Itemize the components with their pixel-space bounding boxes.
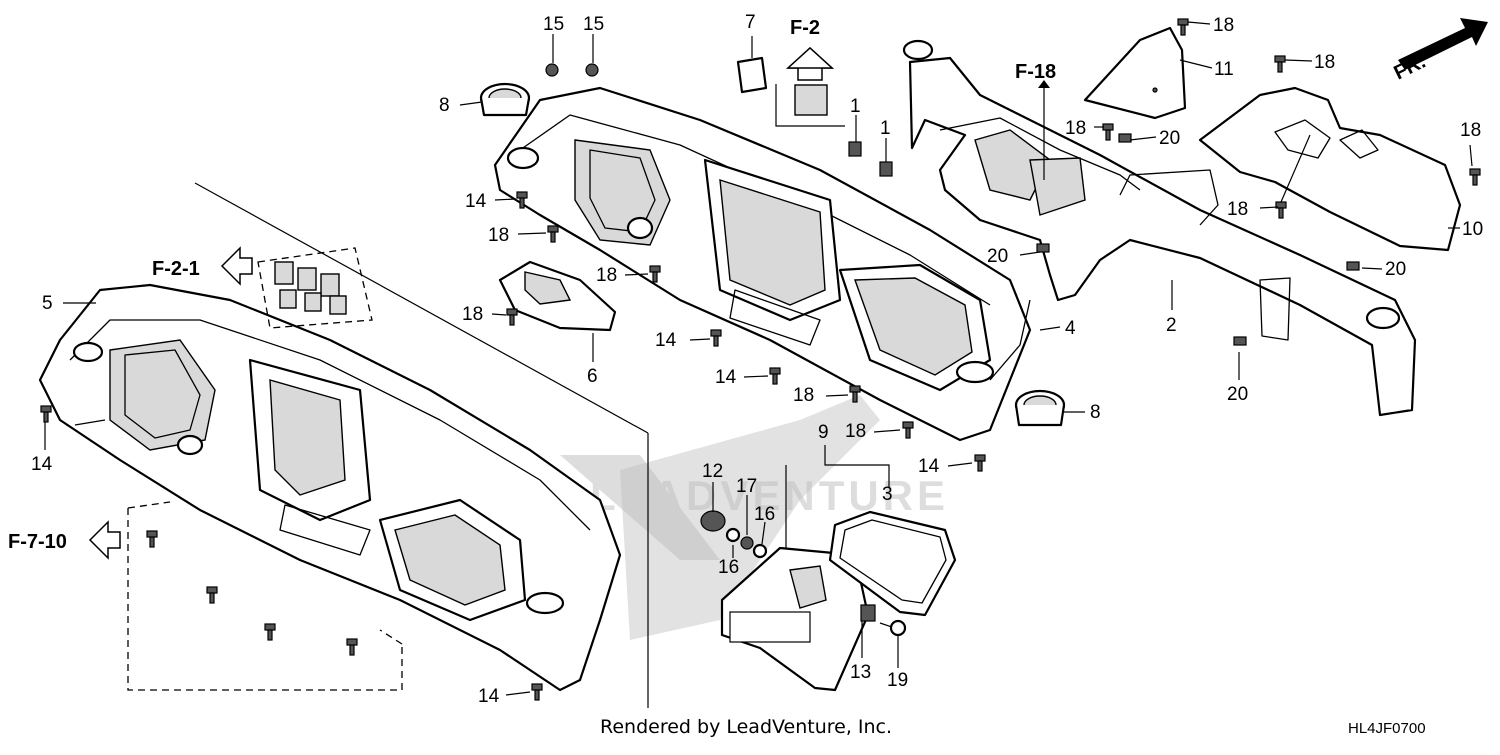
callout-8: 8 (1090, 402, 1101, 423)
callout-20: 20 (1227, 384, 1248, 405)
part-2-frame (902, 39, 1417, 417)
callout-16: 16 (754, 504, 775, 525)
switch-cluster-f2 (775, 46, 845, 127)
callout-18: 18 (1460, 120, 1481, 141)
f2-arrow (786, 46, 834, 69)
callout-5: 5 (42, 293, 53, 314)
diagram-code: HL4JF0700 (1348, 720, 1426, 737)
glovebox-assembly (700, 445, 957, 692)
callout-18: 18 (1314, 52, 1335, 73)
fastener-group-outline (127, 501, 403, 691)
ref-f21: F-2-1 (152, 258, 200, 280)
callout-14: 14 (918, 456, 940, 477)
front-direction-arrow: FR. (1391, 18, 1488, 84)
callout-18: 18 (1213, 15, 1234, 36)
part-10-panel (1198, 86, 1462, 252)
callout-20: 20 (1385, 259, 1406, 280)
callout-3: 3 (882, 484, 893, 505)
callout-14: 14 (715, 367, 737, 388)
projection-shading (620, 395, 880, 640)
watermark: LEADVENTURE (560, 455, 949, 560)
callout-7: 7 (745, 12, 756, 33)
callout-17: 17 (736, 476, 757, 497)
callout-19: 19 (887, 670, 908, 691)
footer: Rendered by LeadVenture, Inc. HL4JF0700 (0, 716, 1500, 746)
assembly-lines (74, 182, 649, 708)
callout-1: 1 (850, 96, 861, 117)
callout-14: 14 (31, 454, 53, 475)
callout-9: 9 (818, 422, 829, 443)
part-11-panel (1083, 26, 1187, 120)
ref-f710: F-7-10 (8, 531, 67, 553)
callout-14: 14 (478, 686, 500, 707)
callout-11: 11 (1214, 59, 1234, 80)
f21-arrow (220, 246, 253, 286)
fastener-icons-frame (1036, 18, 1481, 346)
callout-18: 18 (596, 265, 617, 286)
callout-16: 16 (718, 557, 739, 578)
part-7-lid (736, 36, 768, 94)
callout-18: 18 (1227, 199, 1248, 220)
callout-8: 8 (439, 95, 450, 116)
ref-f18: F-18 (1015, 61, 1056, 83)
callout-18: 18 (845, 421, 866, 442)
callout-14: 14 (655, 330, 677, 351)
f18-arrow (1038, 80, 1050, 180)
callout-18: 18 (793, 385, 814, 406)
credit-text: Rendered by LeadVenture, Inc. (600, 716, 893, 738)
callout-18: 18 (1065, 118, 1086, 139)
callout-18: 18 (488, 225, 509, 246)
part-6-trim (498, 260, 617, 332)
callout-10: 10 (1462, 219, 1483, 240)
f710-arrow (88, 520, 121, 560)
callout-6: 6 (587, 366, 598, 387)
dashboard-lower-assembly (38, 283, 622, 692)
callout-15: 15 (583, 14, 604, 35)
switch-cluster-f21 (257, 247, 373, 329)
fastener-icons-left (40, 405, 543, 701)
callout-14: 14 (465, 191, 487, 212)
callout-1: 1 (880, 118, 891, 139)
callout-12: 12 (702, 461, 723, 482)
leader-lines (44, 21, 1473, 696)
callout-20: 20 (987, 246, 1008, 267)
part-8-vent-right (1014, 389, 1066, 427)
dashboard-upper-assembly (493, 86, 1032, 442)
callout-18: 18 (462, 304, 483, 325)
callout-15: 15 (543, 14, 564, 35)
callout-13: 13 (850, 662, 871, 683)
callout-4: 4 (1065, 318, 1076, 339)
part-8-vent-left (479, 82, 531, 117)
fastener-icons-upper (506, 63, 986, 472)
callout-2: 2 (1166, 315, 1177, 336)
ref-f2: F-2 (790, 17, 820, 39)
callout-labels: 15 15 7 8 1 1 14 18 18 18 6 5 14 14 14 1… (8, 12, 1483, 707)
svg-text:LEADVENTURE: LEADVENTURE (590, 472, 949, 519)
callout-20: 20 (1159, 128, 1180, 149)
